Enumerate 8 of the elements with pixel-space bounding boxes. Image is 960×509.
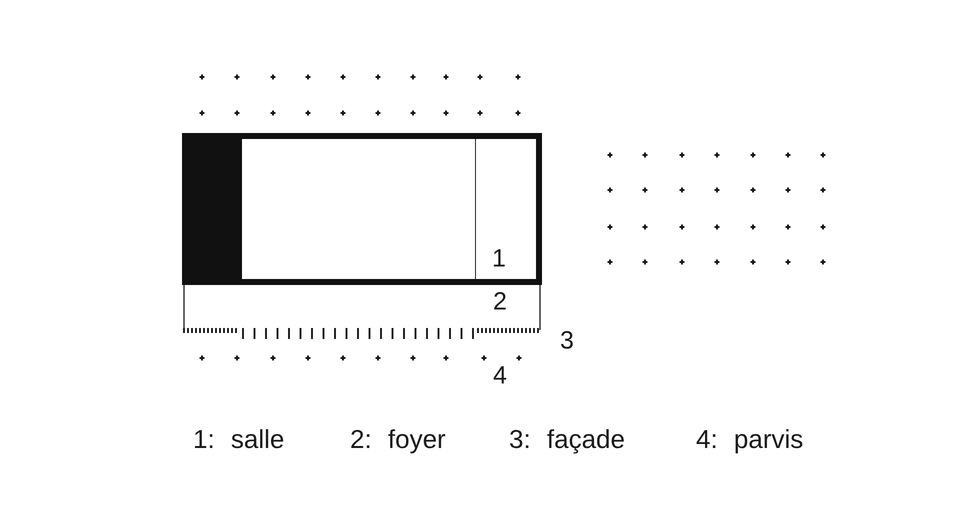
legend-entry: 2: foyer	[350, 426, 446, 452]
callout-number: 2	[493, 290, 507, 314]
callout-number: 1	[492, 246, 506, 272]
legend-entry: 1: salle	[193, 426, 284, 452]
legend-entry: 3: façade	[509, 426, 625, 452]
callout-number: 3	[560, 328, 574, 354]
legend-entry: 4: parvis	[696, 426, 804, 452]
callout-number: 4	[493, 364, 507, 388]
